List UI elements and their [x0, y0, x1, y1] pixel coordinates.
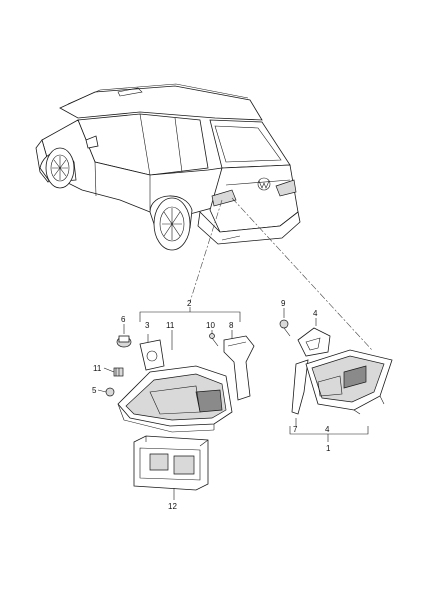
- callout-5: 5: [92, 386, 97, 395]
- callout-4: 4: [313, 309, 318, 318]
- part-4-cover: [297, 318, 331, 357]
- callout-12: 12: [168, 502, 177, 511]
- callout-10: 10: [206, 321, 215, 330]
- bracket-1: [289, 418, 369, 442]
- outer-tail-lamp: [117, 365, 233, 433]
- vehicle-illustration: [35, 83, 301, 251]
- part-6-bulb-holder: [116, 324, 132, 348]
- callout-1: 1: [326, 444, 331, 453]
- part-11-nut: [103, 367, 124, 377]
- part-10-screw: [209, 333, 219, 347]
- part-7-seal: [291, 359, 309, 415]
- leader-right-assembly: [231, 197, 373, 351]
- callout-labels: 2 3 11 10 8 6 11 5 12 9 4 7 4 1: [92, 299, 331, 511]
- callout-2: 2: [187, 299, 192, 308]
- callout-11: 11: [166, 321, 175, 330]
- callout-3: 3: [145, 321, 150, 330]
- callout-4: 4: [325, 425, 330, 434]
- callout-8: 8: [229, 321, 234, 330]
- part-8-seal: [223, 335, 255, 401]
- part-3-cover: [139, 339, 165, 371]
- callout-9: 9: [281, 299, 286, 308]
- leader-left-assembly: [189, 199, 223, 303]
- part-5-screw: [97, 387, 115, 397]
- callout-6: 6: [121, 315, 126, 324]
- callout-7: 7: [293, 425, 298, 434]
- part-12-bulb-carrier: [133, 435, 209, 500]
- part-9-nut: [279, 308, 291, 337]
- callout-11: 11: [93, 364, 102, 373]
- inner-tail-lamp: [305, 349, 393, 415]
